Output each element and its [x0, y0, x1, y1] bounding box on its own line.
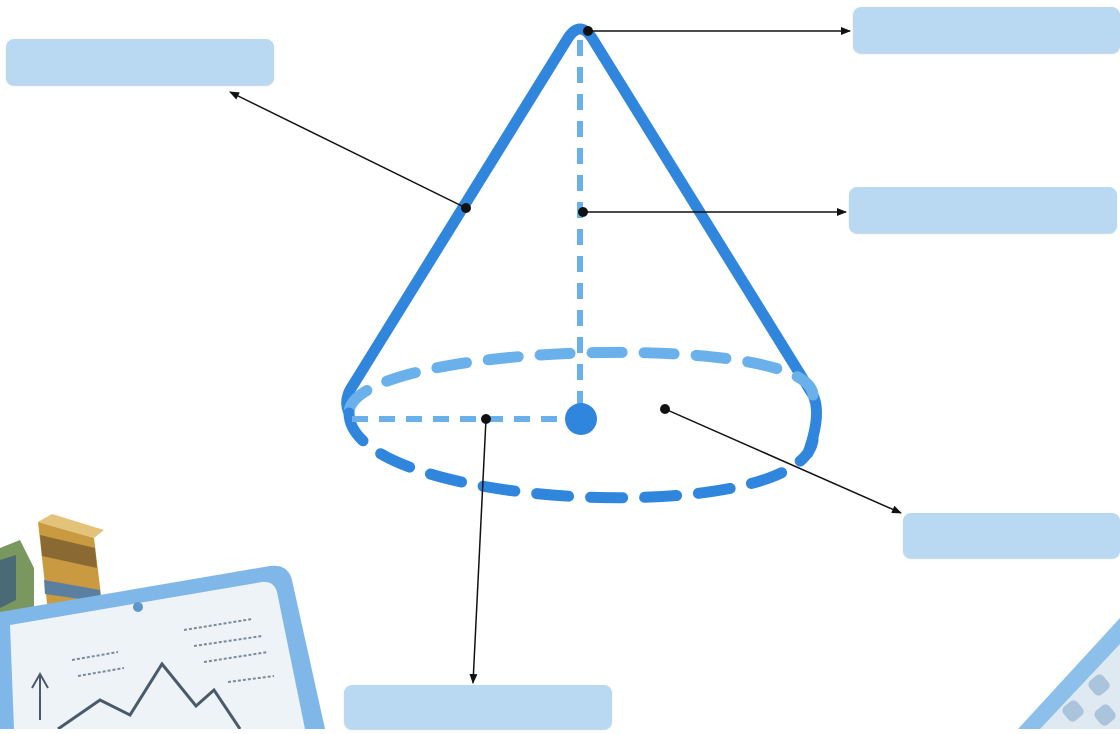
height-label-box[interactable] — [849, 187, 1117, 233]
radius-label-box[interactable] — [344, 685, 612, 729]
base-label-box[interactable] — [903, 513, 1120, 558]
base-center-point — [565, 403, 597, 435]
slant-leader-arrow — [229, 91, 467, 209]
cone-shape — [341, 23, 823, 504]
base-leader-arrow — [664, 408, 902, 514]
books-tablet-illustration — [0, 514, 325, 731]
radius-leader-arrow — [469, 418, 487, 684]
calculator-illustration — [1018, 618, 1120, 729]
slant-height-label-box[interactable] — [6, 39, 274, 85]
apex-label-box[interactable] — [853, 7, 1120, 53]
leader-lines — [229, 26, 902, 684]
